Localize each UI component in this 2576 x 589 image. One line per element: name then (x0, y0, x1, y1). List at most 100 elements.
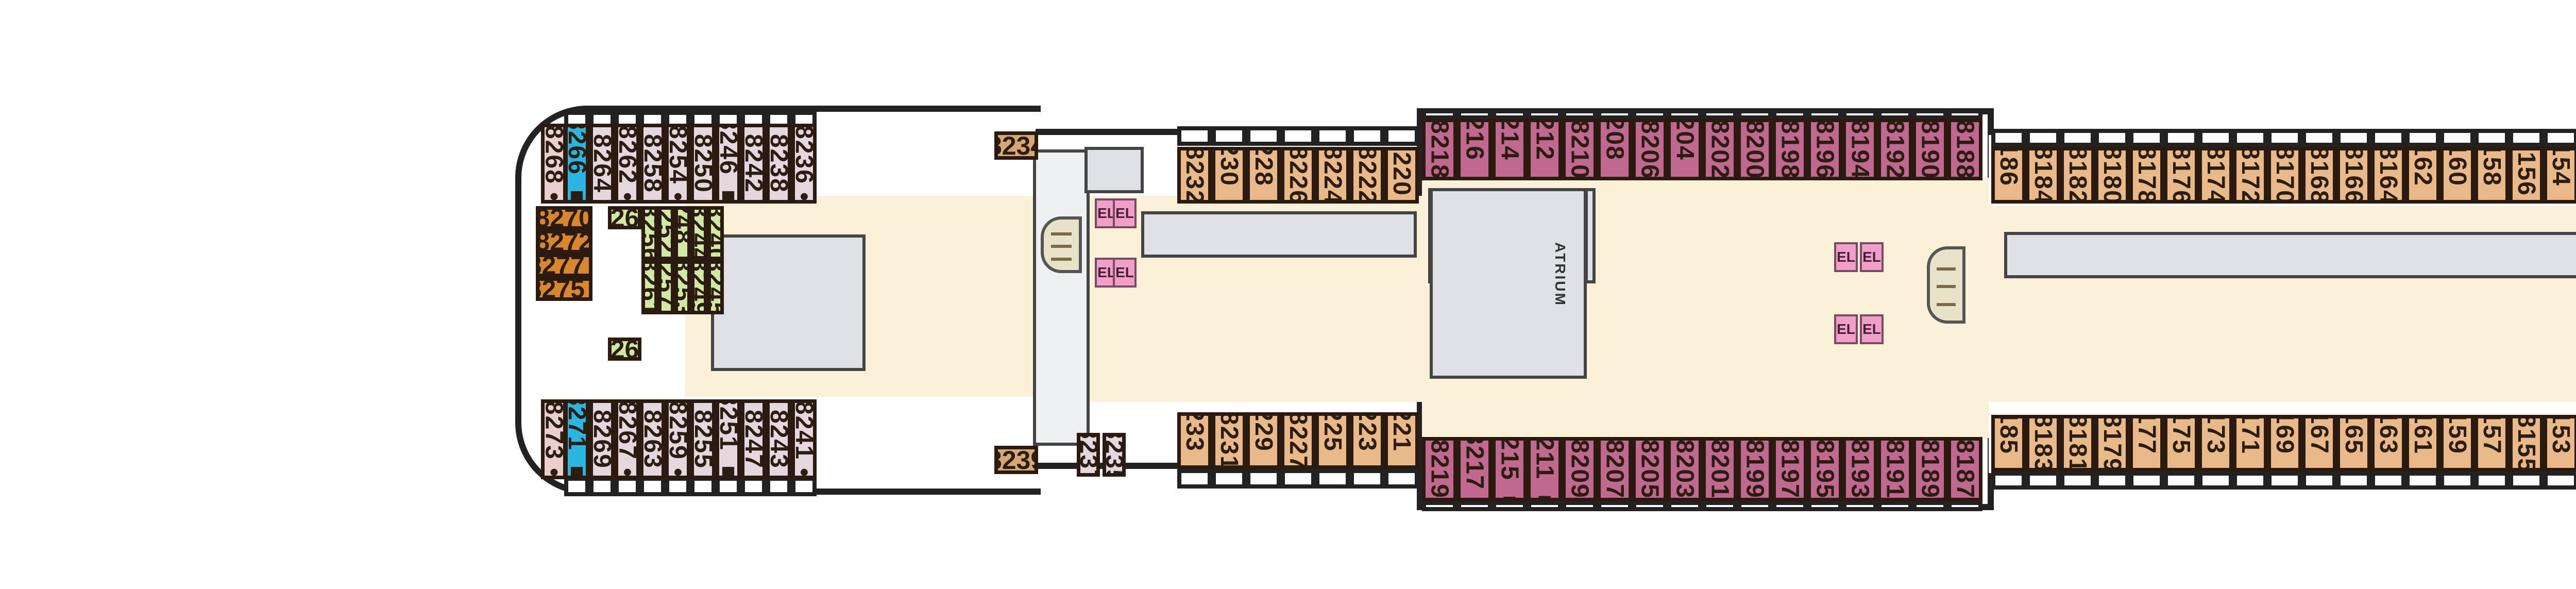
cabin[interactable]: 8173 ■ (2198, 415, 2233, 472)
cabin[interactable]: 8231 (1212, 412, 1246, 469)
cabin[interactable]: 8270 (536, 206, 592, 230)
cabin[interactable]: 8194 (1842, 119, 1877, 180)
cabin[interactable]: 8177 ■ (2129, 415, 2164, 472)
cabin[interactable]: 8227 (1281, 412, 1315, 469)
cabin[interactable]: 8277 • (536, 254, 592, 277)
cabin[interactable]: 8264 (589, 124, 615, 204)
cabin[interactable]: 8266 ■ (564, 124, 589, 204)
cabin[interactable]: 8167 ■ (2302, 415, 2336, 472)
cabin[interactable]: 8233 ■ (1177, 412, 1212, 469)
cabin[interactable]: 8263 (640, 399, 665, 479)
cabin[interactable]: 8158 ■ (2475, 147, 2509, 204)
cabin[interactable]: 8219 (1422, 437, 1457, 501)
cabin[interactable]: 8215 ■ (1492, 437, 1527, 501)
cabin[interactable]: 8244 (691, 206, 707, 260)
cabin[interactable]: 8232 (1177, 147, 1212, 204)
cabin[interactable]: 8218 (1422, 119, 1457, 180)
cabin[interactable]: 8187 (1947, 437, 1982, 501)
cabin[interactable]: 8255 (690, 399, 716, 479)
cabin[interactable]: 8180 (2095, 147, 2129, 204)
cabin[interactable]: 8241 • (791, 399, 817, 479)
cabin[interactable]: 8259 • (665, 399, 690, 479)
cabin[interactable]: 8175 ■ (2164, 415, 2198, 472)
cabin[interactable]: 8186 ■ (1991, 147, 2026, 204)
cabin[interactable]: 8217 • (1457, 437, 1492, 501)
cabin[interactable]: 8153 ■ (2544, 415, 2576, 472)
cabin[interactable]: 8178 (2129, 147, 2164, 204)
cabin[interactable]: 8269 (589, 399, 615, 479)
cabin[interactable]: 8179 (2095, 415, 2129, 472)
cabin[interactable]: 8221 ■ (1384, 412, 1419, 469)
cabin[interactable]: 8184 (2026, 147, 2060, 204)
cabin[interactable]: 8195 (1807, 437, 1842, 501)
cabin[interactable]: 8174 (2198, 147, 2233, 204)
cabin[interactable]: 8164 (2371, 147, 2405, 204)
cabin[interactable]: 8260 (608, 206, 641, 229)
cabin[interactable]: 8235 (1103, 433, 1126, 477)
cabin[interactable]: 8202 (1702, 119, 1737, 180)
cabin[interactable]: 8188 (1947, 119, 1982, 180)
cabin[interactable]: 8165 ■ (2336, 415, 2371, 472)
cabin[interactable]: 8185 ■ (1991, 415, 2026, 472)
cabin[interactable]: 8155 (2509, 415, 2544, 472)
cabin[interactable]: 8243 (766, 399, 791, 479)
cabin[interactable]: 8211 ■ (1527, 437, 1562, 501)
cabin[interactable]: 8226 (1281, 147, 1315, 204)
cabin[interactable]: 8271 ■ (564, 399, 589, 479)
cabin[interactable]: 8236 • (791, 124, 817, 204)
cabin[interactable]: 8189 (1912, 437, 1947, 501)
cabin[interactable]: 8237 (1077, 433, 1100, 477)
cabin[interactable]: 8273 • (541, 399, 567, 479)
cabin[interactable]: 8250 (690, 124, 716, 204)
cabin[interactable]: 8160 ■ (2440, 147, 2475, 204)
cabin[interactable]: 8258 (640, 124, 665, 204)
cabin[interactable]: 8161 ■ (2405, 415, 2440, 472)
cabin[interactable]: 8206 (1632, 119, 1667, 180)
cabin[interactable]: 8163 ■ (2371, 415, 2405, 472)
cabin[interactable]: 8240 (707, 206, 724, 260)
cabin[interactable]: 8251 ■ (716, 399, 741, 479)
cabin[interactable]: 8208 ■ (1597, 119, 1632, 180)
cabin[interactable]: 8209 (1562, 437, 1597, 501)
cabin[interactable]: 8162 ■ (2405, 147, 2440, 204)
cabin[interactable]: 8234 (994, 131, 1038, 160)
cabin[interactable]: 8220 • (1384, 147, 1419, 204)
cabin[interactable]: 8204 ■ (1667, 119, 1702, 180)
cabin[interactable]: 8200 (1737, 119, 1772, 180)
cabin[interactable]: 8191 (1877, 437, 1912, 501)
cabin[interactable]: 8159 ■ (2440, 415, 2475, 472)
cabin[interactable]: 8203 (1667, 437, 1702, 501)
cabin[interactable]: 8156 • (2509, 147, 2544, 204)
cabin[interactable]: 8171 ■ (2233, 415, 2267, 472)
cabin[interactable]: 8239 (994, 446, 1038, 474)
cabin[interactable]: 8272 (536, 230, 592, 254)
cabin[interactable]: 8166 (2336, 147, 2371, 204)
cabin[interactable]: 8172 (2233, 147, 2267, 204)
cabin[interactable]: 8238 (766, 124, 791, 204)
cabin[interactable]: 8246 ■ (716, 124, 741, 204)
cabin[interactable]: 8245 (707, 260, 724, 314)
cabin[interactable]: 8249 (691, 260, 707, 314)
cabin[interactable]: 8265 (608, 338, 641, 361)
cabin[interactable]: 8247 (741, 399, 766, 479)
cabin[interactable]: 8201 (1702, 437, 1737, 501)
cabin[interactable]: 8197 (1772, 437, 1807, 501)
cabin[interactable]: 8252 • (658, 206, 674, 260)
cabin[interactable]: 8267 • (615, 399, 640, 479)
cabin[interactable]: 8224 (1315, 147, 1350, 204)
cabin[interactable]: 8168 (2302, 147, 2336, 204)
cabin[interactable]: 8205 (1632, 437, 1667, 501)
cabin[interactable]: 8275 • (536, 277, 592, 301)
cabin[interactable]: 8242 (741, 124, 766, 204)
cabin[interactable]: 8169 ■ (2267, 415, 2302, 472)
cabin[interactable]: 8182 (2060, 147, 2095, 204)
cabin[interactable]: 8253 (674, 260, 691, 314)
cabin[interactable]: 8228 ■ (1246, 147, 1281, 204)
cabin[interactable]: 8183 (2026, 415, 2060, 472)
cabin[interactable]: 8192 (1877, 119, 1912, 180)
cabin[interactable]: 8248 ■ (674, 206, 691, 260)
cabin[interactable]: 8268 • (541, 124, 567, 204)
cabin[interactable]: 8176 (2164, 147, 2198, 204)
cabin[interactable]: 8256 (641, 206, 658, 260)
cabin[interactable]: 8212 ■ (1527, 119, 1562, 180)
